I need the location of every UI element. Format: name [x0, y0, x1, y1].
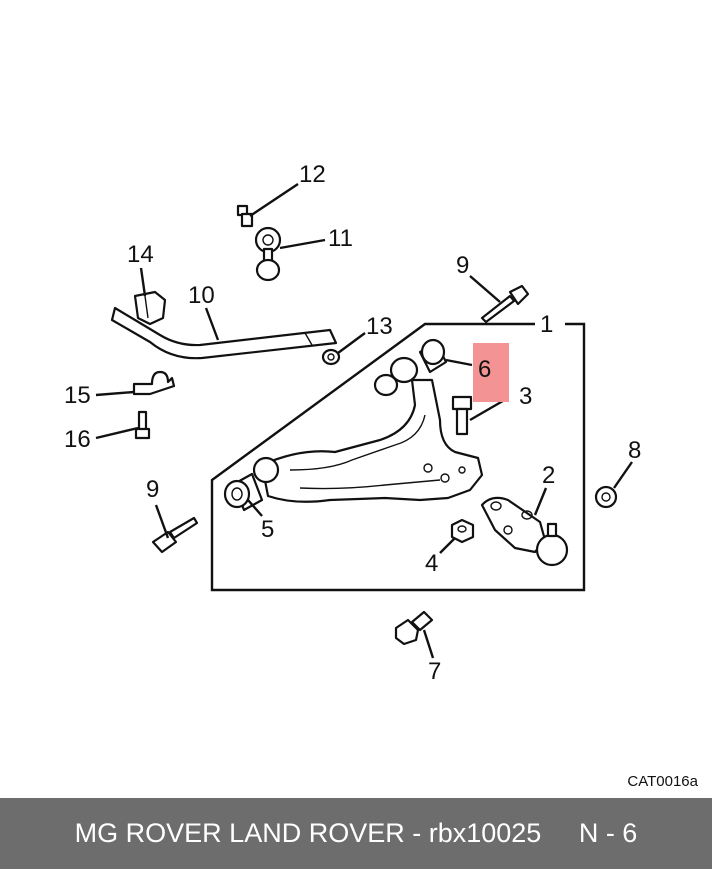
callout-11: 11: [328, 225, 353, 252]
rear-bush: [418, 338, 448, 374]
callout-12: 12: [299, 161, 326, 188]
ball-joint-nut: [450, 518, 475, 544]
catalog-code: CAT0016a: [627, 773, 698, 790]
bracket-bolt: [134, 410, 151, 440]
link-bolt: [236, 204, 254, 228]
leader-line-11: [279, 238, 326, 250]
leader-line-5: [247, 499, 263, 517]
footer-text: MG ROVER LAND ROVER - rbx10025 N - 6: [74, 818, 638, 848]
ball-joint: [480, 496, 569, 567]
stabilizer-bushing: [133, 290, 167, 326]
front-bush: [223, 472, 264, 512]
callout-8: 8: [628, 437, 641, 464]
leader-line-13: [337, 332, 366, 354]
callout-14: 14: [127, 241, 154, 268]
leader-line-15: [95, 390, 135, 397]
callout-10: 10: [188, 282, 215, 309]
callout-9-lower: 9: [146, 476, 159, 503]
callout-5: 5: [261, 516, 274, 543]
leader-line-14: [139, 267, 147, 297]
exploded-parts-diagram: 1 2 3 4 5 6 7 8 9 9 10 11 12 13 14 15 16…: [64, 161, 699, 790]
callout-13: 13: [366, 313, 393, 340]
callout-highlight: [473, 343, 509, 402]
arm-bolt: [451, 395, 473, 436]
lower-control-arm: [252, 356, 484, 503]
pivot-bolt-lower: [151, 516, 199, 554]
link-nut: [321, 348, 341, 366]
callout-2: 2: [542, 462, 555, 489]
leader-line-9-lower: [154, 504, 170, 539]
leader-line-4: [439, 537, 456, 554]
leader-line-10: [204, 307, 220, 341]
callout-1: 1: [540, 311, 553, 338]
footer-bar: MG ROVER LAND ROVER - rbx10025 N - 6: [0, 798, 712, 869]
leader-line-2: [533, 487, 548, 516]
callout-15: 15: [64, 382, 91, 409]
leader-line-12: [249, 183, 299, 217]
leader-line-9-upper: [469, 275, 501, 303]
callout-3: 3: [519, 383, 532, 410]
flange-nut: [594, 485, 618, 509]
pivot-bolt-upper: [480, 284, 530, 324]
leader-line-16: [95, 426, 139, 440]
assembly-frame: [210, 322, 586, 592]
callout-16: 16: [64, 426, 91, 453]
callout-9-upper: 9: [456, 252, 469, 279]
callout-4: 4: [425, 550, 438, 577]
leader-line-6: [445, 358, 473, 367]
drop-link: [254, 226, 282, 282]
leader-line-8: [613, 461, 633, 489]
stabilizer-bar: [110, 306, 338, 360]
hex-bolt: [394, 610, 434, 646]
callout-6: 6: [478, 356, 491, 383]
clamp-bracket: [132, 370, 176, 396]
callout-7: 7: [428, 658, 441, 685]
leader-line-7: [422, 629, 435, 659]
